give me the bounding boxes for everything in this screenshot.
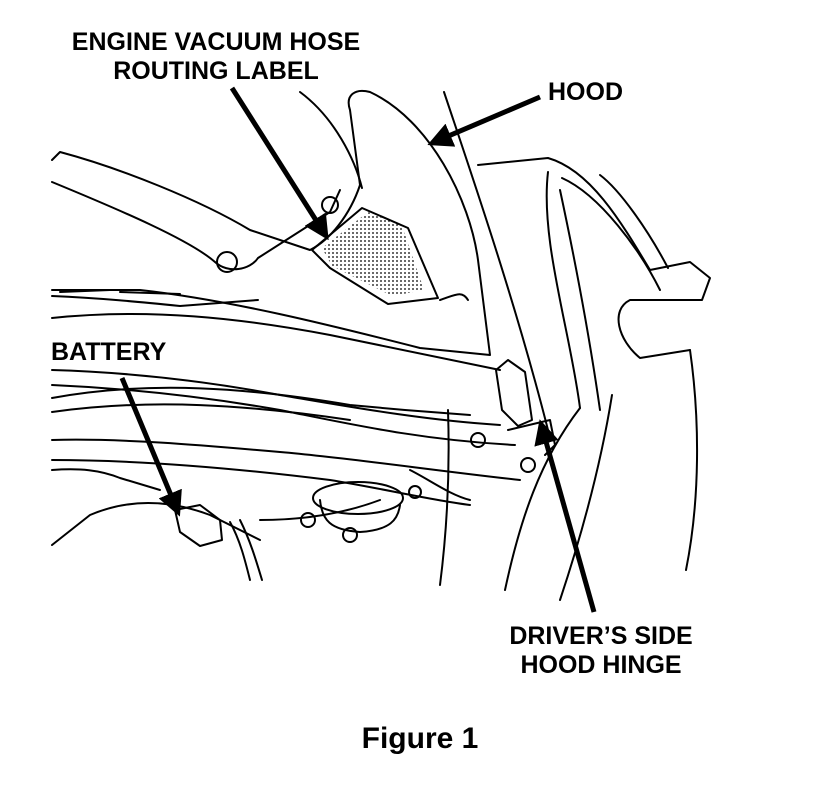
cowl-panel [51, 313, 501, 371]
strut-tower [312, 481, 404, 515]
battery-arrow [119, 377, 182, 517]
engine-label-arrow [229, 86, 329, 241]
hood-label: HOOD [548, 78, 623, 106]
hood-edge [443, 91, 549, 431]
vacuum-routing-label [322, 212, 424, 296]
hood-hinge-label: DRIVER’S SIDE HOOD HINGE [482, 622, 720, 680]
engine-vacuum-label-line-1: ENGINE VACUUM HOSE [71, 28, 361, 56]
hood-hinge [495, 359, 533, 427]
battery-box [174, 504, 223, 547]
hood-arrow [427, 94, 541, 147]
wiper-arm [51, 386, 471, 416]
battery-label: BATTERY [51, 338, 167, 366]
figure-caption: Figure 1 [361, 722, 479, 755]
hood-hinge-label-line-2: HOOD HINGE [520, 651, 682, 679]
hinge-arrow [534, 419, 597, 613]
hood-underside [51, 90, 491, 356]
hood-hinge-label-line-1: DRIVER’S SIDE [509, 622, 693, 650]
engine-vacuum-label-line-2: ROUTING LABEL [113, 57, 319, 85]
engine-vacuum-hose-label: ENGINE VACUUM HOSE ROUTING LABEL [42, 28, 390, 86]
